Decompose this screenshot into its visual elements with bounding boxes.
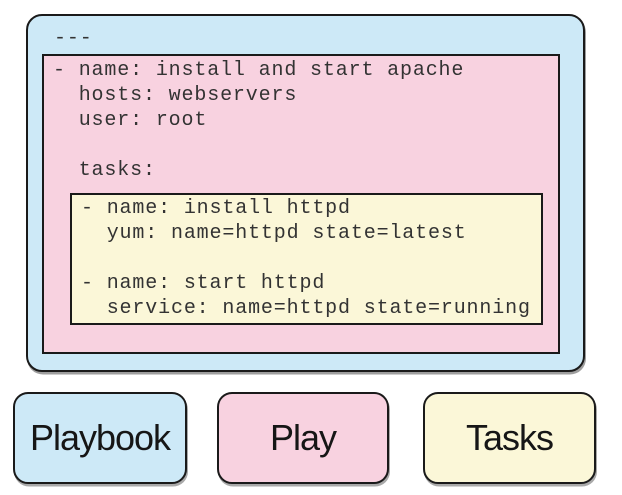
tasks-yaml-code: - name: install httpd yum: name=httpd st… (81, 197, 531, 320)
play-yaml-code: - name: install and start apache hosts: … (53, 59, 465, 182)
legend-item-playbook: Playbook (13, 392, 187, 484)
playbook-box: --- - name: install and start apache hos… (26, 14, 585, 372)
legend-label-playbook: Playbook (29, 417, 171, 458)
legend-label-play: Play (269, 417, 337, 458)
tasks-box: - name: install httpd yum: name=httpd st… (70, 193, 543, 325)
legend-item-play: Play (217, 392, 389, 484)
play-box: - name: install and start apache hosts: … (42, 54, 560, 354)
yaml-doc-marker: --- (54, 27, 93, 50)
legend-label-tasks: Tasks (465, 417, 554, 458)
legend-item-tasks: Tasks (423, 392, 596, 484)
